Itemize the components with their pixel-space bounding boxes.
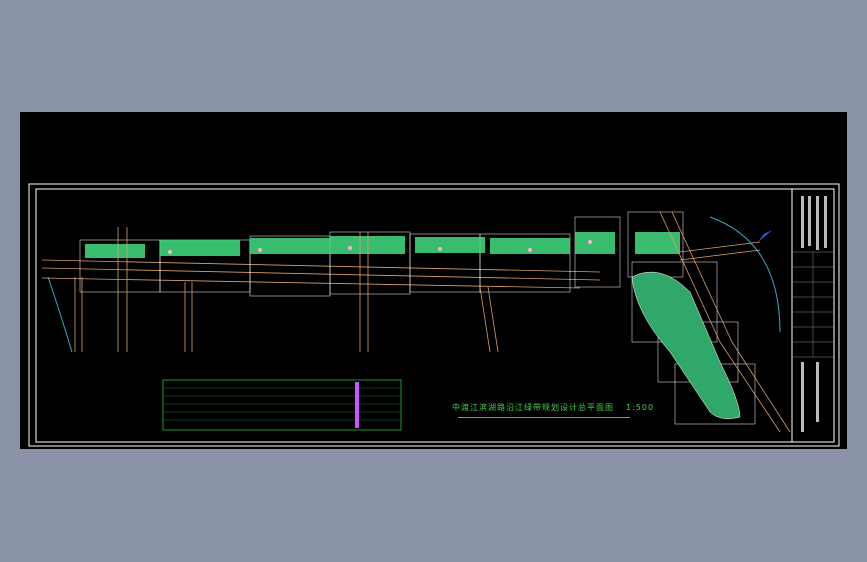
diagonal-roads	[659, 211, 791, 433]
outer-frame	[28, 183, 840, 447]
plant-legend-table	[162, 379, 402, 431]
vegetation-strip	[85, 232, 680, 258]
vertical-spurs	[74, 227, 499, 353]
inner-frame	[35, 188, 835, 443]
plant-legend-grid	[163, 387, 401, 421]
park-island	[631, 271, 741, 419]
title-underline	[458, 417, 630, 418]
river-right	[709, 216, 781, 333]
cad-drawing-canvas[interactable]: 中渡江滨湖路沿江绿带规划设计总平面图 1:500	[20, 112, 847, 449]
title-block-marks	[801, 196, 827, 432]
main-road	[41, 259, 601, 289]
flower-beds	[168, 240, 592, 254]
legend-accent-marks	[355, 382, 359, 428]
river-left	[47, 276, 73, 353]
drawing-title: 中渡江滨湖路沿江绿带规划设计总平面图 1:500	[452, 402, 653, 416]
title-block	[792, 251, 834, 358]
drawing-title-text: 中渡江滨湖路沿江绿带规划设计总平面图	[452, 403, 614, 412]
north-arrow-icon	[758, 230, 772, 242]
site-plan-drawing	[28, 183, 840, 447]
drawing-scale: 1:500	[626, 403, 655, 412]
